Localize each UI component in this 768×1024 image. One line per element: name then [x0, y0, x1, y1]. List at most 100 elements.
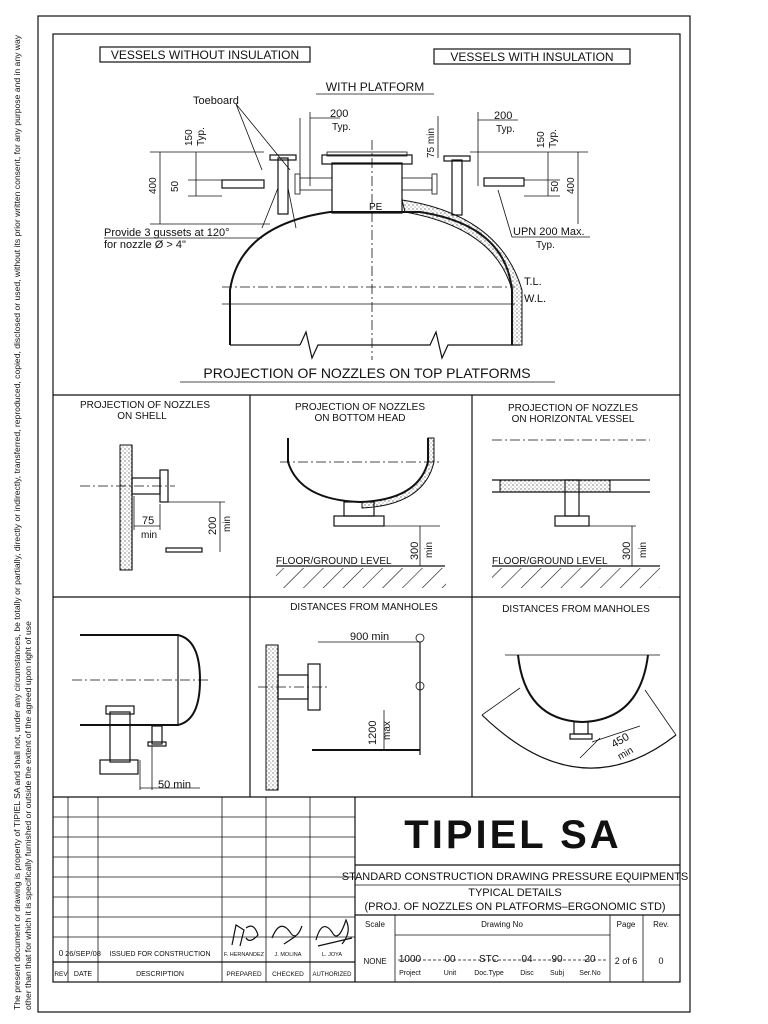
upn-typ: Typ.	[536, 240, 555, 251]
title-block: TIPIEL SA STANDARD CONSTRUCTION DRAWING …	[342, 813, 689, 982]
dim-200-right: 200	[494, 110, 512, 122]
bottom-floor-label: FLOOR/GROUND LEVEL	[276, 556, 392, 567]
code-value-serno: 20	[584, 954, 596, 965]
rev-value: 0	[658, 956, 663, 966]
code-value-unit: 00	[444, 954, 456, 965]
bottom-min-300: min	[424, 542, 435, 558]
manhole1-dim-1200: 1200	[367, 721, 379, 745]
manhole1-dim-900: 900 min	[350, 631, 389, 643]
wl-label: W.L.	[524, 293, 546, 305]
page-value: 2 of 6	[615, 956, 638, 966]
horiz-floor-label: FLOOR/GROUND LEVEL	[492, 556, 608, 567]
drawing-no-label: Drawing No	[481, 920, 523, 929]
rev-header-prepared: PREPARED	[226, 971, 262, 978]
confidentiality-note: The present document or drawing is prope…	[12, 34, 33, 1010]
dim-150-right: 150	[536, 131, 547, 148]
signature-checked	[271, 925, 303, 945]
revision-table: 0 26/SEP/08 ISSUED FOR CONSTRUCTION F. H…	[53, 797, 356, 982]
shell-min-75: min	[141, 530, 157, 541]
dim-75-min: 75 min	[426, 128, 437, 158]
dim-50-right: 50	[550, 180, 561, 192]
rev-header-checked: CHECKED	[272, 971, 304, 978]
horiz-min-300: min	[638, 542, 649, 558]
insulation-layer	[401, 199, 523, 346]
dim-50-left: 50	[170, 180, 181, 192]
dim-400-left: 400	[148, 177, 159, 194]
code-value-project: 1000	[399, 954, 422, 965]
signature-authorized	[315, 918, 353, 947]
bottom-dim-300: 300	[409, 542, 421, 560]
toeboard-label: Toeboard	[193, 95, 239, 107]
upn-note: UPN 200 Max.	[513, 226, 585, 238]
typ-200-right: Typ.	[496, 124, 515, 135]
gusset-note-2: for nozzle Ø > 4"	[104, 239, 186, 251]
code-label-subj: Subj	[550, 970, 564, 977]
code-label-unit: Unit	[444, 970, 457, 977]
shell-title-1: PROJECTION OF NOZZLES	[80, 400, 210, 411]
code-value-disc: 04	[521, 954, 533, 965]
panel-horizontal-vessel-side: 50 min	[72, 634, 210, 791]
inner-border	[52, 33, 681, 983]
code-value-subj: 90	[551, 954, 563, 965]
rev-header-authorized: AUTHORIZED	[313, 972, 353, 978]
rev-row-date: 26/SEP/08	[65, 949, 101, 958]
manhole1-max: max	[382, 721, 393, 740]
rev-row-description: ISSUED FOR CONSTRUCTION	[109, 951, 210, 958]
shell-dim-75: 75	[142, 515, 154, 527]
horiz-dim-300: 300	[621, 542, 633, 560]
dim-150-left: 150	[184, 129, 195, 146]
manhole1-title: DISTANCES FROM MANHOLES	[290, 602, 438, 613]
outer-border	[37, 15, 691, 1013]
horiz-title-1: PROJECTION OF NOZZLES	[508, 403, 638, 414]
heading-with-platform: WITH PLATFORM	[326, 80, 424, 94]
tl-label: T.L.	[524, 276, 542, 288]
scale-value: NONE	[363, 957, 386, 966]
code-label-serno: Ser.No	[579, 970, 601, 977]
pe-label: PE	[369, 202, 383, 213]
code-label-project: Project	[399, 970, 421, 977]
rev-label: Rev.	[653, 920, 669, 929]
bottom-title-1: PROJECTION OF NOZZLES	[295, 402, 425, 413]
panel-on-shell: PROJECTION OF NOZZLES ON SHELL 75 min 20…	[80, 400, 233, 571]
heading-with-insulation: VESSELS WITH INSULATION	[450, 50, 613, 64]
gusset-note-1: Provide 3 gussets at 120°	[104, 227, 229, 239]
rev-header-rev: REV	[54, 971, 68, 978]
rev-row-authorized: L. JOYA	[322, 952, 342, 958]
manhole1-wall	[265, 644, 279, 791]
drawing-subtitle-2: (PROJ. OF NOZZLES ON PLATFORMS–ERGONOMIC…	[364, 901, 665, 913]
bottom-title-2: ON BOTTOM HEAD	[315, 413, 406, 424]
shell-min-200: min	[222, 516, 233, 532]
panel-manholes-2: DISTANCES FROM MANHOLES 450 min	[481, 604, 677, 769]
company-name: TIPIEL SA	[404, 813, 621, 857]
platform-left	[221, 179, 265, 189]
drawing-subtitle-1: TYPICAL DETAILS	[468, 887, 562, 899]
rev-header-description: DESCRIPTION	[136, 971, 184, 978]
scale-label: Scale	[365, 920, 386, 929]
code-value-doctype: STC	[479, 954, 499, 965]
shell-dim-200: 200	[207, 517, 219, 535]
horiz-title-2: ON HORIZONTAL VESSEL	[512, 414, 635, 425]
panel-on-horizontal-vessel: PROJECTION OF NOZZLES ON HORIZONTAL VESS…	[492, 403, 660, 588]
top-panel: VESSELS WITHOUT INSULATION VESSELS WITH …	[99, 46, 631, 383]
horiz2-dim-50: 50 min	[158, 779, 191, 791]
shell-title-2: ON SHELL	[117, 411, 167, 422]
manhole2-title: DISTANCES FROM MANHOLES	[502, 604, 650, 615]
typ-200-left: Typ.	[332, 122, 351, 133]
platform-right	[483, 177, 525, 187]
typ-150-left: Typ.	[196, 127, 207, 146]
rev-row-rev: 0	[59, 949, 64, 958]
rev-row-prepared: F. HERNANDEZ	[224, 952, 265, 958]
drawing-description: STANDARD CONSTRUCTION DRAWING PRESSURE E…	[342, 871, 689, 883]
signature-prepared	[231, 924, 259, 947]
page-label: Page	[617, 920, 636, 929]
panel-on-bottom-head: PROJECTION OF NOZZLES ON BOTTOM HEAD FLO…	[276, 402, 446, 588]
code-label-doctype: Doc.Type	[474, 970, 504, 977]
horiz-platform	[499, 479, 611, 493]
manhole2-vessel	[517, 654, 649, 724]
typ-150-right: Typ.	[548, 129, 559, 148]
rev-row-checked: J. MOLINA	[275, 952, 302, 958]
heading-without-insulation: VESSELS WITHOUT INSULATION	[111, 48, 299, 62]
shell-wall	[119, 444, 133, 571]
dim-400-right: 400	[566, 177, 577, 194]
